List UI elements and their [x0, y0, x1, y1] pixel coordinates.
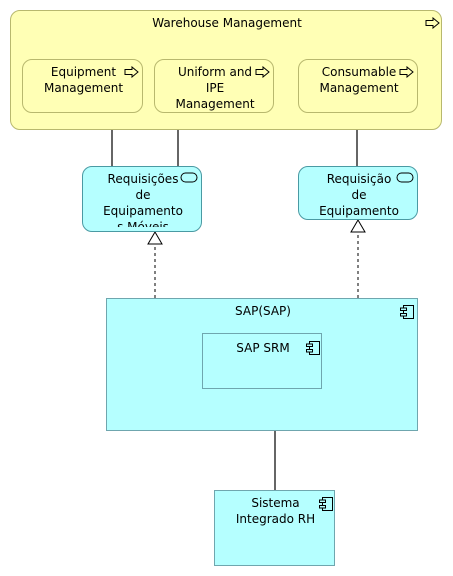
component-icon — [319, 497, 333, 511]
process-arrow-icon — [425, 17, 440, 29]
realization-connector[interactable] — [350, 219, 366, 298]
component-label: Sistema Integrado RH — [235, 496, 316, 526]
realization-connector[interactable] — [147, 231, 163, 298]
process-arrow-icon — [399, 66, 414, 78]
component-sistema-integrado-rh[interactable]: Sistema Integrado RH — [214, 490, 335, 566]
component-label: SAP(SAP) — [235, 304, 291, 318]
component-icon — [400, 305, 414, 319]
process-label: Uniform and IPE Management — [175, 65, 255, 111]
process-label: Equipment Management — [43, 65, 124, 95]
process-arrow-icon — [124, 66, 139, 78]
component-label: SAP SRM — [236, 341, 290, 355]
service-label: Requisições de Equipamento s Móveis — [103, 172, 183, 227]
service-label: Requisição de Equipamento — [319, 172, 399, 218]
service-pill-icon — [180, 172, 198, 183]
warehouse-management-title: Warehouse Management — [152, 16, 302, 30]
service-pill-icon — [396, 172, 414, 183]
process-label: Consumable Management — [319, 65, 399, 95]
process-uniform-ipe-management[interactable]: Uniform and IPE Management — [154, 59, 274, 113]
component-icon — [306, 341, 320, 355]
service-requisicao-equipamento[interactable]: Requisição de Equipamento — [298, 166, 418, 220]
process-arrow-icon — [255, 66, 270, 78]
process-equipment-management[interactable]: Equipment Management — [22, 59, 143, 113]
component-sap-srm[interactable]: SAP SRM — [202, 333, 322, 389]
process-consumable-management[interactable]: Consumable Management — [298, 59, 418, 113]
service-requisicoes-equipamentos-moveis[interactable]: Requisições de Equipamento s Móveis — [82, 166, 202, 232]
